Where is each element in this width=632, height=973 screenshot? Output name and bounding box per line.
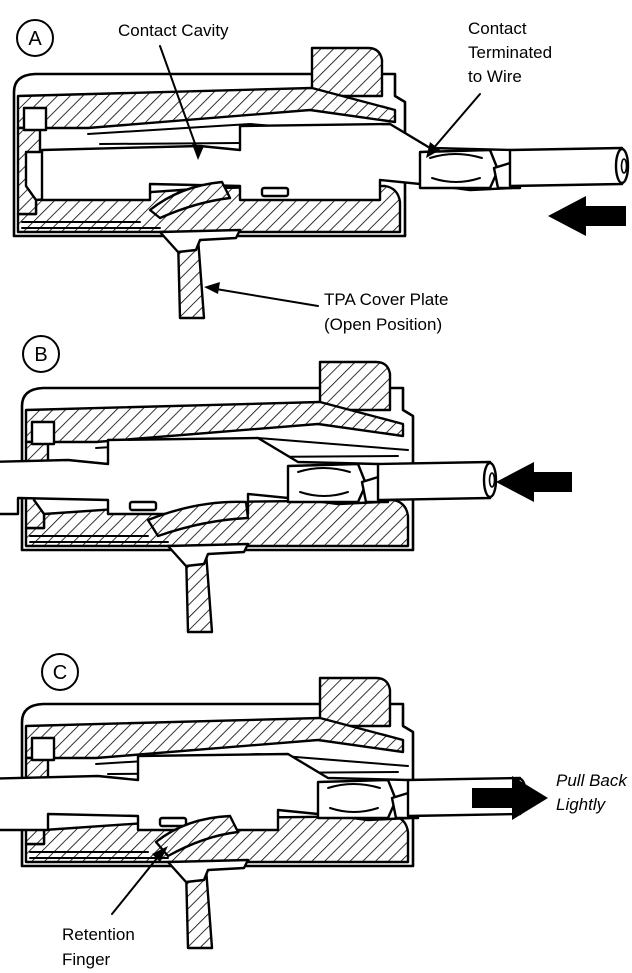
leader-contact-terminated — [431, 93, 481, 151]
step-a-letter: A — [28, 28, 42, 50]
step-b-letter: B — [34, 344, 47, 366]
retention-finger-b — [146, 500, 250, 538]
contact-c — [0, 752, 528, 832]
step-b-badge — [22, 335, 60, 373]
label-tpa-cover-plate: TPA Cover Plate — [324, 290, 448, 309]
retention-finger-c — [154, 814, 240, 858]
label-contact-cavity: Contact Cavity — [118, 21, 229, 40]
panel-a: A Contact Cavity Contact Terminated to W… — [12, 19, 630, 334]
tpa-cover-plate-a — [158, 228, 242, 320]
step-c-badge — [41, 653, 79, 691]
label-terminated: Terminated — [468, 43, 552, 62]
label-finger: Finger — [62, 950, 111, 969]
label-retention: Retention — [62, 925, 135, 944]
retention-finger-a — [148, 180, 232, 220]
panel-c: C Pull Back Lightly Retention Finger — [0, 653, 628, 969]
tpa-cover-plate-b — [166, 542, 250, 634]
leader-retention-finger — [111, 851, 163, 915]
contact-b — [0, 436, 498, 516]
step-c-letter: C — [53, 662, 67, 684]
leader-tpa — [209, 287, 319, 307]
label-to-wire: to Wire — [468, 67, 522, 86]
label-open-position: (Open Position) — [324, 315, 442, 334]
contact-a — [40, 122, 630, 202]
push-arrow-a — [548, 196, 626, 236]
leader-contact-cavity — [159, 45, 199, 153]
tpa-cover-plate-c — [166, 858, 250, 950]
label-contact: Contact — [468, 19, 527, 38]
label-pull-back: Pull Back — [556, 771, 628, 790]
pull-arrow-c — [472, 776, 548, 820]
panel-b: B — [0, 335, 572, 634]
label-lightly: Lightly — [556, 795, 607, 814]
step-a-badge — [16, 19, 54, 57]
push-arrow-b — [496, 462, 572, 502]
